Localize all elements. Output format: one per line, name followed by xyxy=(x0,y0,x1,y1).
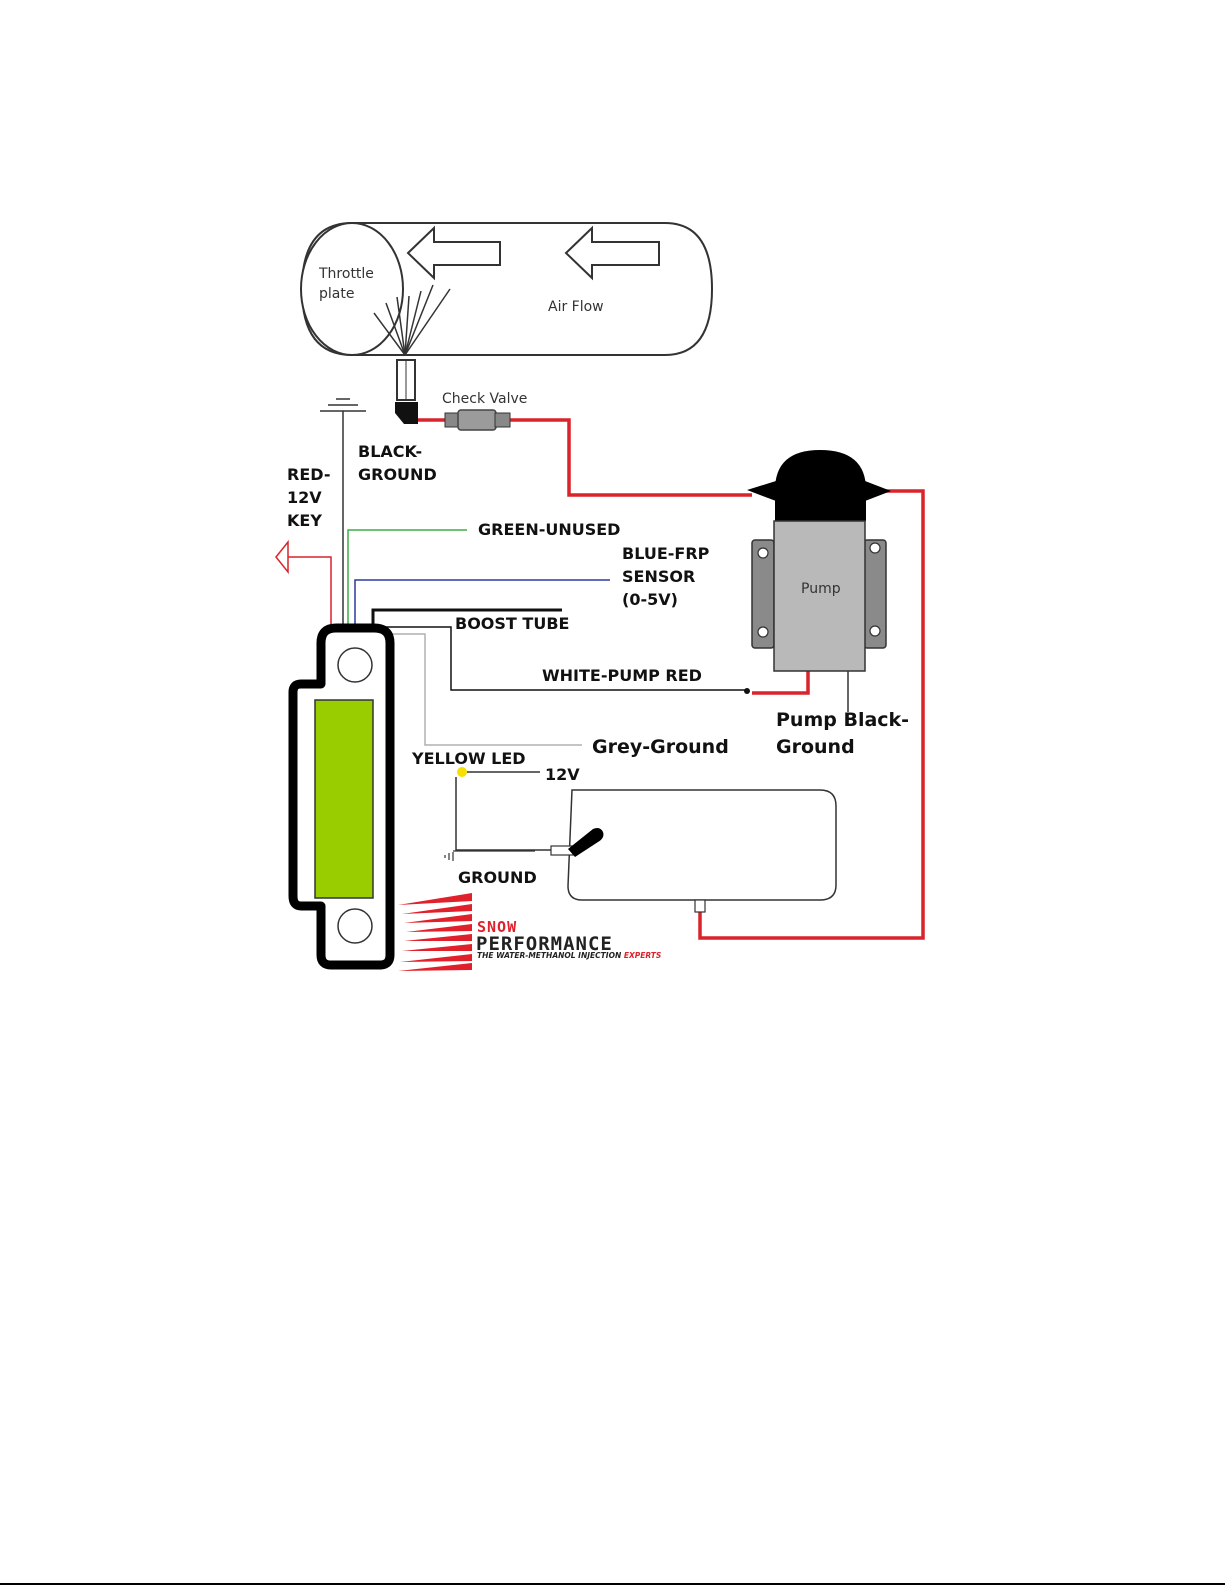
green-wire xyxy=(348,530,467,628)
check-valve-label: Check Valve xyxy=(442,391,527,407)
pump-head xyxy=(775,450,866,521)
logo-tagline-a: THE WATER-METHANOL INJECTION xyxy=(477,951,624,960)
blue-frp-label-line3: (0-5V) xyxy=(622,590,678,609)
white-pump-wire-junction xyxy=(744,688,750,694)
key-connector-icon xyxy=(276,542,288,572)
red-key-label-line3: KEY xyxy=(287,511,322,530)
ground-symbol-led-icon xyxy=(445,851,535,861)
ground-symbol-top-icon xyxy=(320,399,366,625)
tank xyxy=(551,790,836,912)
blue-frp-label-line2: SENSOR xyxy=(622,567,695,586)
air-flow-label: Air Flow xyxy=(548,299,604,315)
black-ground-label-line1: BLACK- xyxy=(358,442,422,461)
snow-performance-logo: SNOW PERFORMANCE THE WATER-METHANOL INJE… xyxy=(398,893,661,971)
red-key-label-line2: 12V xyxy=(287,488,322,507)
red-key-wire xyxy=(276,542,331,628)
pump: Pump xyxy=(747,450,891,712)
controller-mount-hole-top xyxy=(338,648,372,682)
throttle-label-line1: Throttle xyxy=(318,266,374,282)
blue-frp-label-line1: BLUE-FRP xyxy=(622,544,710,563)
yellow-led-label: YELLOW LED xyxy=(411,749,526,768)
red-key-label-line1: RED- xyxy=(287,465,330,484)
check-valve: Check Valve xyxy=(442,391,527,430)
boost-tube-label: BOOST TUBE xyxy=(455,614,569,633)
pump-label: Pump xyxy=(801,581,841,597)
controller xyxy=(293,628,390,965)
controller-screen xyxy=(315,700,373,898)
grey-ground-label: Grey-Ground xyxy=(592,736,729,758)
throttle-label-line2: plate xyxy=(319,286,354,302)
nozzle-fitting xyxy=(395,360,418,424)
led-12v-label: 12V xyxy=(545,765,580,784)
ground-label: GROUND xyxy=(458,868,537,887)
pump-black-ground-label-line1: Pump Black- xyxy=(776,709,909,731)
logo-tagline: THE WATER-METHANOL INJECTION EXPERTS xyxy=(477,951,661,960)
logo-speed-lines-icon xyxy=(398,893,472,971)
tank-outlet-fitting xyxy=(695,900,705,912)
intake-tube: Throttle plate Air Flow xyxy=(301,223,712,355)
yellow-led-icon xyxy=(457,767,467,777)
logo-tagline-b: EXPERTS xyxy=(624,951,661,960)
controller-mount-hole-bottom xyxy=(338,909,372,943)
green-unused-label: GREEN-UNUSED xyxy=(478,520,620,539)
white-pump-red-label: WHITE-PUMP RED xyxy=(542,666,702,685)
pump-black-ground-label-line2: Ground xyxy=(776,736,855,758)
black-ground-label-line2: GROUND xyxy=(358,465,437,484)
